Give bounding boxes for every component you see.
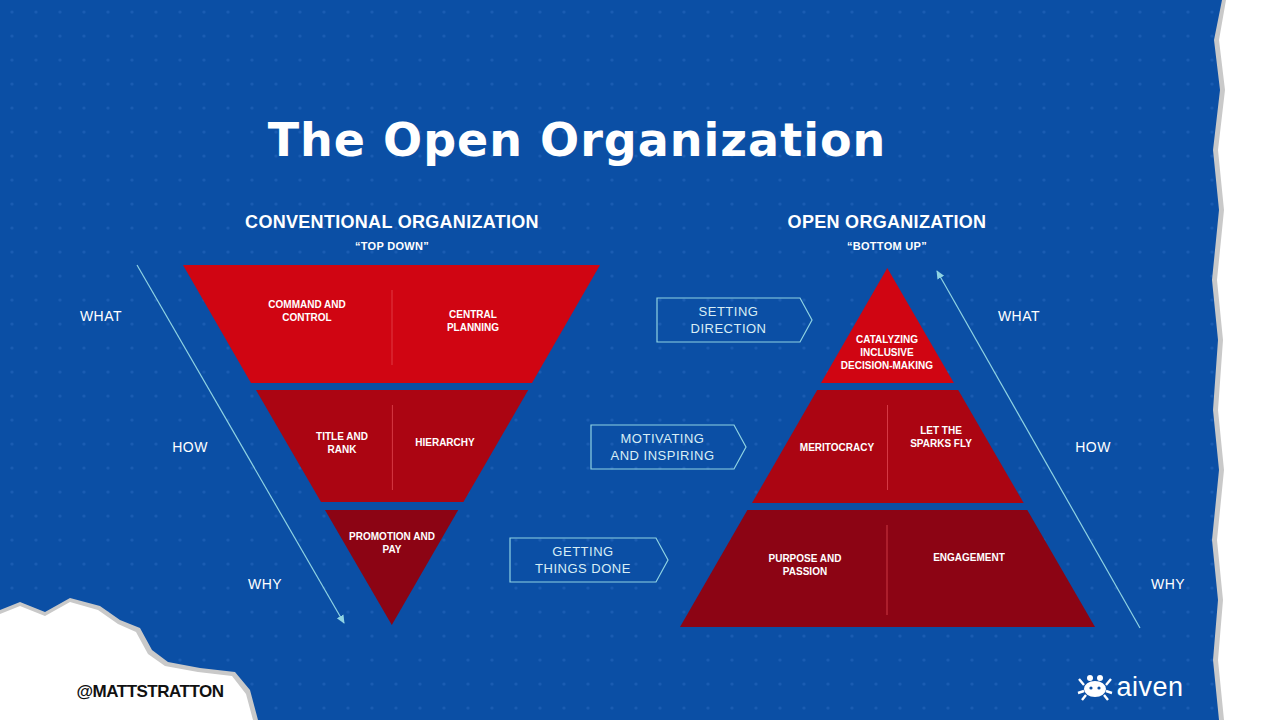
outline bbox=[752, 390, 1024, 503]
level-label: WHY bbox=[1151, 576, 1185, 592]
band: PROMOTION AND PAY bbox=[325, 510, 458, 625]
band-label: CATALYZING INCLUSIVE DECISION-MAKING bbox=[837, 333, 937, 372]
divider bbox=[391, 405, 392, 490]
outline bbox=[510, 538, 668, 582]
band-label: ENGAGEMENT bbox=[924, 551, 1014, 564]
divider bbox=[392, 290, 393, 365]
outline bbox=[256, 390, 528, 502]
outline bbox=[657, 298, 812, 342]
band: PURPOSE AND PASSION ENGAGEMENT bbox=[680, 510, 1095, 627]
band-label: HIERARCHY bbox=[405, 436, 485, 449]
pointer-box: GETTING THINGS DONE bbox=[510, 538, 668, 582]
torn-edge-shadow bbox=[1212, 0, 1280, 720]
level-label: HOW bbox=[1075, 439, 1111, 455]
pointer-box: MOTIVATING AND INSPIRING bbox=[591, 425, 746, 469]
torn-corner-shadow bbox=[0, 598, 258, 720]
band-label: PURPOSE AND PASSION bbox=[760, 552, 850, 578]
shape bbox=[680, 510, 1095, 627]
org-heading: CONVENTIONAL ORGANIZATION bbox=[245, 212, 539, 233]
title: The Open Organization bbox=[268, 113, 887, 167]
band: MERITOCRACY LET THE SPARKS FLY bbox=[752, 390, 1024, 503]
shape bbox=[183, 265, 600, 383]
band: CATALYZING INCLUSIVE DECISION-MAKING bbox=[821, 268, 954, 383]
band-label: CENTRAL PLANNING bbox=[423, 308, 523, 334]
pointer-label: MOTIVATING AND INSPIRING bbox=[609, 430, 717, 464]
outline bbox=[821, 268, 954, 383]
org-subheading: “BOTTOM UP” bbox=[847, 240, 927, 252]
shape bbox=[325, 510, 458, 625]
divider bbox=[887, 525, 888, 615]
pointer-label: GETTING THINGS DONE bbox=[529, 543, 637, 577]
torn-corner bbox=[0, 602, 253, 720]
band-label: LET THE SPARKS FLY bbox=[901, 424, 981, 450]
level-label: HOW bbox=[172, 439, 208, 455]
crab-logo bbox=[1078, 675, 1112, 700]
shape bbox=[256, 390, 528, 502]
torn-edge bbox=[1217, 0, 1280, 720]
outline bbox=[183, 265, 600, 383]
band-label: MERITOCRACY bbox=[792, 441, 882, 454]
brand-name: aiven bbox=[1116, 672, 1183, 703]
level-label: WHAT bbox=[998, 308, 1040, 324]
org-heading: OPEN ORGANIZATION bbox=[788, 212, 987, 233]
level-label: WHAT bbox=[80, 308, 122, 324]
outline bbox=[325, 510, 458, 625]
pointer-label: SETTING DIRECTION bbox=[675, 303, 783, 337]
divider bbox=[887, 405, 888, 490]
outline bbox=[591, 425, 746, 469]
band-label: COMMAND AND CONTROL bbox=[257, 298, 357, 324]
band: COMMAND AND CONTROL CENTRAL PLANNING bbox=[183, 265, 600, 383]
band: TITLE AND RANK HIERARCHY bbox=[256, 390, 528, 502]
level-label: WHY bbox=[248, 576, 282, 592]
outline bbox=[680, 510, 1095, 627]
band-label: TITLE AND RANK bbox=[302, 430, 382, 456]
org-subheading: “TOP DOWN” bbox=[355, 240, 429, 252]
band-label: PROMOTION AND PAY bbox=[347, 530, 437, 556]
pointer-box: SETTING DIRECTION bbox=[657, 298, 812, 342]
handle: @MATTSTRATTON bbox=[77, 682, 224, 702]
shape bbox=[752, 390, 1024, 503]
